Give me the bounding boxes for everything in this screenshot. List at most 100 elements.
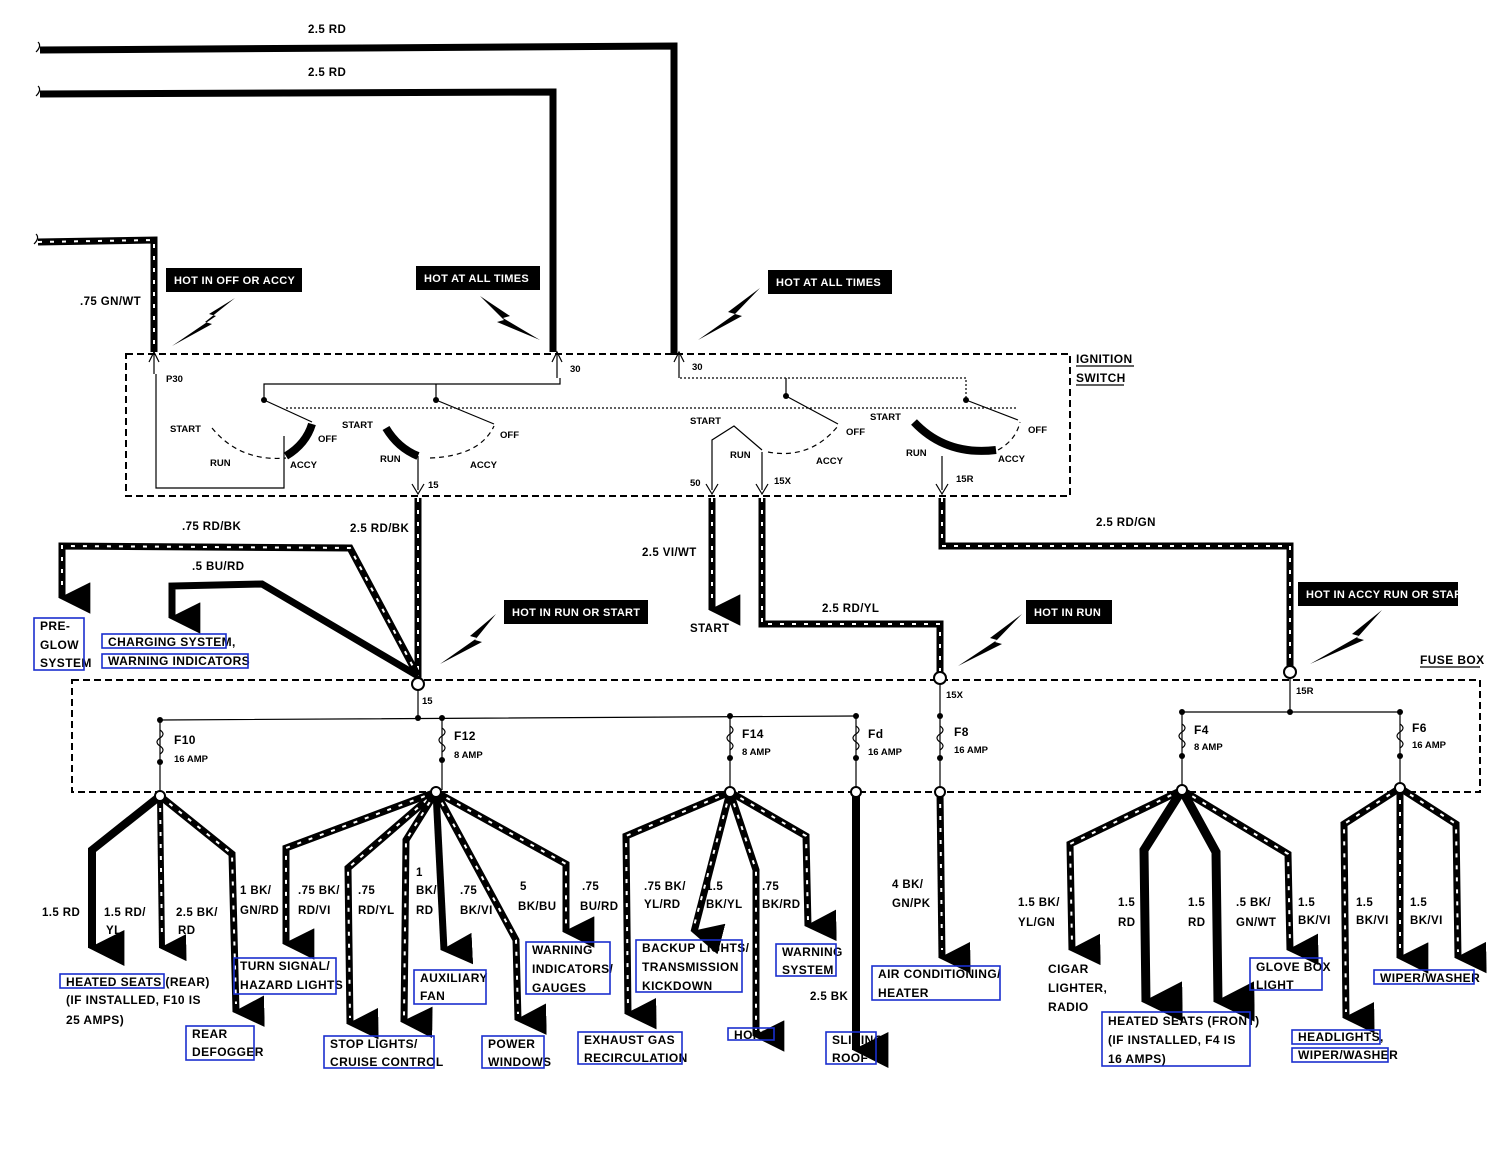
wire-label: 4 BK/ — [892, 879, 924, 891]
fuse-f10: F10 — [174, 733, 196, 747]
circuit-headlights: HEADLIGHTS, — [1298, 1030, 1384, 1044]
wire-label: RD/YL — [358, 905, 395, 917]
ignition-switch-box — [125, 353, 1071, 497]
wire-label: BK/ — [416, 885, 437, 897]
circuit-auxiliary-fan: FAN — [420, 989, 445, 1003]
mid-wires: .75 RD/BK 2.5 RD/BK .5 BU/RD 2.5 VI/WT S… — [33, 498, 1294, 680]
fuse-f4-rating: 8 AMP — [1194, 742, 1223, 753]
wire-label: BK/VI — [1298, 915, 1331, 927]
tag-hot-run-start: HOT IN RUN OR START — [512, 607, 640, 619]
circuit-horns: HORNS — [734, 1028, 779, 1042]
tag-hot-run: HOT IN RUN — [1034, 607, 1101, 619]
pos-off: OFF — [500, 430, 519, 441]
wire-label: .75 — [762, 881, 779, 893]
circuit-warning-system: SYSTEM — [782, 963, 834, 977]
circuit-sliding-roof: SLIDING — [832, 1033, 883, 1047]
ignition-switch: IGNITION SWITCH P30 30 30 START RUN ACCY… — [125, 350, 1134, 497]
wire-label: 1.5 — [1188, 897, 1205, 909]
wire-label: GN/WT — [1236, 917, 1276, 929]
circuit-warning-system: WARNING — [782, 945, 843, 959]
circuit-stop-lights: CRUISE CONTROL — [330, 1055, 444, 1069]
term-30a: 30 — [570, 364, 581, 375]
wire-label: 1.5 — [1410, 897, 1427, 909]
circuit-turn-signal: TURN SIGNAL/ — [240, 959, 330, 973]
pos-start: START — [870, 412, 901, 423]
fuse-fd-rating: 16 AMP — [868, 747, 903, 758]
fuse-box-label: FUSE BOX — [1420, 653, 1485, 667]
circuit-auxiliary-fan: AUXILIARY — [420, 971, 488, 985]
pos-accy: ACCY — [998, 454, 1026, 465]
term-p30: P30 — [166, 374, 183, 385]
wire-label: .5 BK/ — [1236, 897, 1271, 909]
circuit-turn-signal: HAZARD LIGHTS — [240, 978, 343, 992]
wire-25rdyl — [758, 498, 944, 674]
wire-label: YL/RD — [644, 899, 681, 911]
ignition-label-2: SWITCH — [1076, 371, 1126, 385]
fuse-fd: Fd — [868, 727, 883, 741]
circuit-heated-seats-front: 16 AMPS) — [1108, 1052, 1166, 1066]
circuit-warning-indicators: INDICATORS/ — [532, 962, 614, 976]
hot-tags: HOT IN OFF OR ACCY HOT AT ALL TIMES HOT … — [166, 266, 1469, 666]
circuit-charging: WARNING INDICATORS — [108, 654, 250, 668]
wire-label: 1.5 RD — [42, 907, 80, 919]
fuse-box: FUSE BOX 15 15X 15R F10 — [71, 653, 1485, 793]
tag-hot-all-times-2: HOT AT ALL TIMES — [776, 277, 881, 289]
wire-label-5burd: .5 BU/RD — [192, 561, 244, 573]
lightning-icon — [480, 296, 540, 340]
pos-run: RUN — [730, 450, 751, 461]
wire-label: RD — [1188, 917, 1205, 929]
fuse-f12: F12 — [454, 729, 476, 743]
circuit-power-windows: WINDOWS — [488, 1055, 551, 1069]
circuit-backup-lights: TRANSMISSION — [642, 960, 739, 974]
circuit-stop-lights: STOP LIGHTS/ — [330, 1037, 418, 1051]
wire-label: YL — [106, 925, 122, 937]
circuit-glove-box: GLOVE BOX — [1256, 960, 1331, 974]
circuit-backup-lights: BACKUP LIGHTS/ — [642, 941, 750, 955]
circuit-backup-lights: KICKDOWN — [642, 979, 713, 993]
wire-label: BK/VI — [1356, 915, 1389, 927]
branch-wires — [88, 782, 1487, 1068]
lightning-icon — [958, 614, 1022, 666]
circuit-glove-box: LIGHT — [1256, 978, 1294, 992]
circuit-cigar-lighter: LIGHTER, — [1048, 981, 1107, 995]
wire-label: .75 — [582, 881, 599, 893]
fuse-f8: F8 — [954, 725, 969, 739]
circuit-heated-seats-front: (IF INSTALLED, F4 IS — [1108, 1033, 1236, 1047]
circuit-cigar-lighter: RADIO — [1048, 1000, 1089, 1014]
pos-run: RUN — [906, 448, 927, 459]
start-label: START — [690, 623, 729, 635]
wire-label-75gnwt: .75 GN/WT — [80, 296, 141, 308]
tag-hot-all-times-1: HOT AT ALL TIMES — [424, 273, 529, 285]
wire-label-25rd-a: 2.5 RD — [308, 24, 346, 36]
wire-label: 5 — [520, 881, 527, 893]
wire-label: 1.5 — [1356, 897, 1373, 909]
wire-label: BK/VI — [1410, 915, 1443, 927]
wire-label: GN/PK — [892, 898, 931, 910]
fuse-f12-rating: 8 AMP — [454, 750, 483, 761]
pos-start: START — [690, 416, 721, 427]
pos-accy: ACCY — [816, 456, 844, 467]
wire-5burd — [168, 580, 420, 680]
wire-label: RD — [178, 925, 195, 937]
wire-label: BK/VI — [460, 905, 493, 917]
circuit-heated-seats-rear: 25 AMPS) — [66, 1013, 124, 1027]
circuit-warning-indicators: GAUGES — [532, 981, 586, 995]
circuit-preglow: PRE- — [40, 619, 70, 633]
lightning-icon — [440, 614, 496, 664]
circuit-power-windows: POWER — [488, 1037, 535, 1051]
circuit-preglow: SYSTEM — [40, 656, 92, 670]
fuse-box-outline — [71, 679, 1481, 793]
wire-label: 1.5 — [1118, 897, 1135, 909]
fuse-f8-rating: 16 AMP — [954, 745, 989, 756]
wire-label: .75 BK/ — [298, 885, 340, 897]
pos-off: OFF — [1028, 425, 1047, 436]
pos-run: RUN — [380, 454, 401, 465]
tag-hot-off-accy: HOT IN OFF OR ACCY — [174, 275, 295, 287]
wire-label: RD — [416, 905, 433, 917]
term-15: 15 — [428, 480, 439, 491]
wire-label: 1.5 BK/ — [1018, 897, 1060, 909]
circuit-preglow: GLOW — [40, 638, 79, 652]
lightning-icon — [172, 298, 235, 346]
wire-25rd-a — [39, 42, 678, 355]
